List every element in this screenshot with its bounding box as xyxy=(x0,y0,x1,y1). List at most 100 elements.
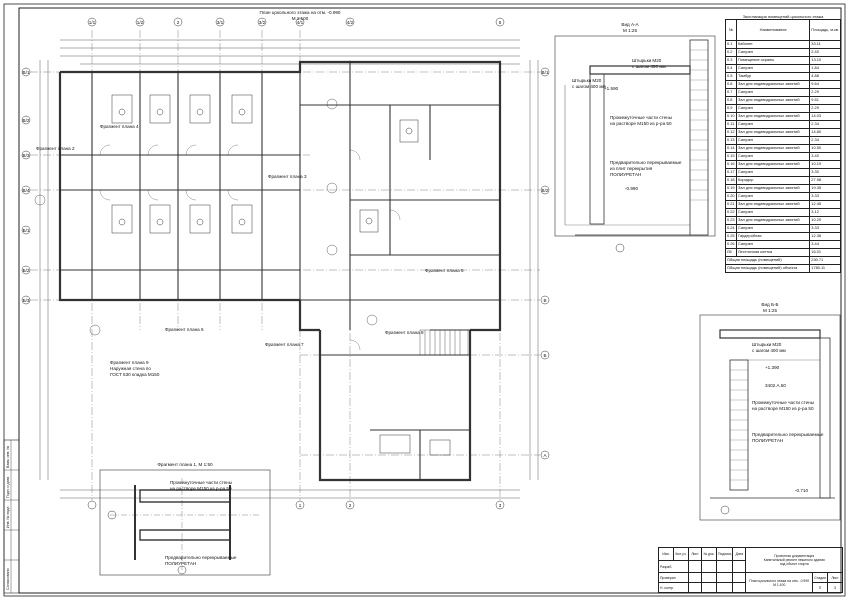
explication-num: 0.26 xyxy=(725,240,737,249)
explication-area: 2.40 xyxy=(809,48,841,57)
axis-left-2: В/2 xyxy=(22,118,30,123)
explication-num: 0.24 xyxy=(725,224,737,233)
explication-name: Зал для индивидуальных занятий xyxy=(735,128,811,137)
side-b: Подп. и дата xyxy=(6,476,10,498)
note-new-wall: Наружная стена по xyxy=(110,366,151,371)
explication-num: 0.1 xyxy=(725,40,737,49)
explication-name: Санузел xyxy=(735,88,811,97)
stamp-sheet-title: План цокольного этажа на отм. -0.990 xyxy=(749,578,810,583)
explication-num: 0.11 xyxy=(725,120,737,129)
explication-name: Зал для индивидуальных занятий xyxy=(735,96,811,105)
explication-name: Санузел xyxy=(735,136,811,145)
explication-area: 2.29 xyxy=(809,104,841,113)
axis-right-5: А xyxy=(543,453,547,458)
explication-area: 12.45 xyxy=(809,200,841,209)
explication-num: 0.14 xyxy=(725,144,737,153)
explication-name: Зал для индивидуальных занятий xyxy=(735,200,811,209)
floor-plan xyxy=(21,17,550,510)
explication-area: 3.33 xyxy=(809,224,841,233)
mark-4: -0.710 xyxy=(795,488,809,493)
explication-table: Экспликация помещений цокольного этажа №… xyxy=(724,14,841,273)
stamp-col-kol: Кол.уч. xyxy=(673,547,689,561)
section-aa-scale: М 1:25 xyxy=(622,28,638,33)
explication-title: Экспликация помещений цокольного этажа xyxy=(742,14,824,19)
explication-num: 0.4 xyxy=(725,64,737,73)
section-aa-title: Вид А-А xyxy=(621,22,639,27)
note-fr-gap: Промежуточные части стены xyxy=(170,480,232,485)
note-gap-sub: на растворе М150 из р-ра 50 xyxy=(610,121,672,126)
total1-label: Общая площадь (помещений) xyxy=(724,256,811,265)
stamp-title3: под объект спорта xyxy=(779,562,809,567)
stamp-sheet-scale: М 1:100 xyxy=(773,582,786,587)
label-f8: Фрагмент плана 8 xyxy=(385,330,424,335)
section-bb xyxy=(699,314,841,521)
axis-left-3: В/3 xyxy=(22,153,30,158)
explication-num: 0.19 xyxy=(725,184,737,193)
stamp-title1: Проектная документация xyxy=(774,554,815,559)
explication-name: Зал для индивидуальных занятий xyxy=(735,160,811,169)
explication-num: 0.3 xyxy=(725,56,737,65)
note-anchor1: Штырьки М20 xyxy=(572,78,602,83)
section-bb-title: Вид Б-Б xyxy=(761,302,779,307)
explication-num: 0.13 xyxy=(725,136,737,145)
plan-title: План цокольного этажа на отм. -0.990 xyxy=(259,10,341,15)
explication-num: Л6 xyxy=(725,248,737,257)
mark-5: 3402.A.50 xyxy=(765,383,786,388)
title-block: Изм. Кол.уч. Лист № док. Подпись Дата Пр… xyxy=(658,546,843,593)
inner-frame xyxy=(18,7,842,594)
explication-name: Санузел xyxy=(735,168,811,177)
explication-area: 27.98 xyxy=(809,176,841,185)
axis-top-8: 5 xyxy=(498,20,502,25)
stamp-role2: Проверил xyxy=(658,572,689,584)
stamp-col-date: Дата xyxy=(732,547,747,561)
explication-num: 0.17 xyxy=(725,168,737,177)
explication-area: 3.30 xyxy=(809,168,841,177)
axis-bottom-2: 2 xyxy=(348,503,352,508)
explication-area: 14.80 xyxy=(809,128,841,137)
axis-top-7: 4/2 xyxy=(346,20,354,25)
axis-top-6: 4/1 xyxy=(296,20,304,25)
explication-area: 10.50 xyxy=(809,144,841,153)
stamp-sheet: 3 xyxy=(827,582,843,593)
axis-right-2: В/2 xyxy=(541,188,549,193)
explication-num: 0.5 xyxy=(725,72,737,81)
explication-name: Гардеробная xyxy=(735,232,811,241)
note-slab2: из плит перекрытия xyxy=(610,166,653,171)
explication-area: 9.51 xyxy=(809,96,841,105)
explication-num: 0.25 xyxy=(725,232,737,241)
axis-right-1: В/1 xyxy=(541,70,549,75)
stamp-col-list: Лист xyxy=(688,547,702,561)
stamp-title2: Капитальный ремонт нежилого здания xyxy=(763,558,825,563)
note-bb-anchor-sub: с шагом 400 мм xyxy=(752,348,786,353)
side-c: Инв. № подл. xyxy=(6,505,10,528)
explication-num: 0.2 xyxy=(725,48,737,57)
explication-name: Санузел xyxy=(735,152,811,161)
axis-top-4: 3/1 xyxy=(216,20,224,25)
explication-area: 13.10 xyxy=(809,56,841,65)
explication-area: 2.34 xyxy=(809,120,841,129)
explication-area: 9.64 xyxy=(809,80,841,89)
explication-name: Санузел xyxy=(735,120,811,129)
note-bb-anchor: Штырьки М20 xyxy=(752,342,782,347)
explication-name: Зал для индивидуальных занятий xyxy=(735,80,811,89)
explication-name: Санузел xyxy=(735,64,811,73)
explication-name: Зал для индивидуальных занятий xyxy=(735,112,811,121)
mark-3: -0.990 xyxy=(625,186,639,191)
